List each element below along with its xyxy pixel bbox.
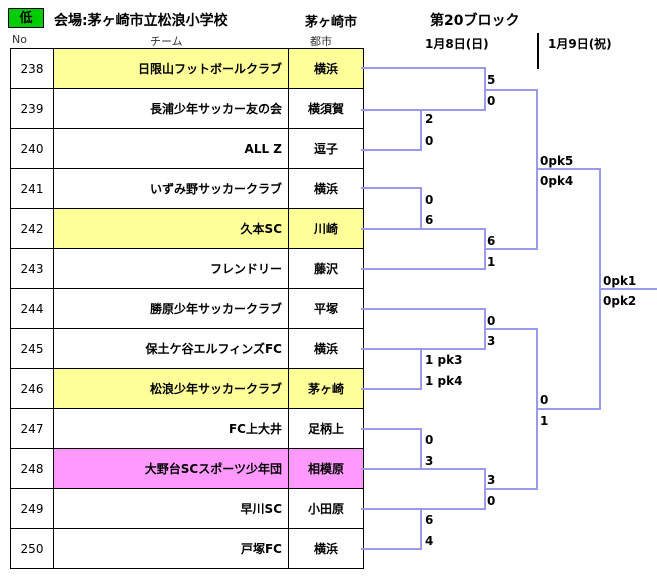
score-label: 3 bbox=[425, 454, 434, 468]
team-city: 相模原 bbox=[288, 448, 364, 489]
score-label: 0pk5 bbox=[540, 154, 574, 168]
team-city: 藤沢 bbox=[288, 248, 364, 289]
team-name: 松浪少年サッカークラブ bbox=[53, 368, 289, 409]
team-number: 250 bbox=[10, 528, 54, 569]
score-label: 2 bbox=[425, 112, 434, 126]
block-title: 第20ブロック bbox=[430, 13, 520, 29]
bracket-line bbox=[361, 228, 486, 270]
score-label: 4 bbox=[425, 534, 434, 548]
score-label: 1 pk3 bbox=[425, 353, 463, 367]
bracket-line bbox=[361, 308, 486, 350]
bracket-line bbox=[537, 168, 601, 410]
score-label: 3 bbox=[487, 334, 496, 348]
score-label: 0pk1 bbox=[603, 274, 637, 288]
team-name: 戸塚FC bbox=[53, 528, 289, 569]
team-name: ALL Z bbox=[53, 128, 289, 169]
date-day2: 1月9日(祝) bbox=[548, 37, 612, 51]
bracket-line bbox=[361, 109, 422, 151]
score-label: 1 pk4 bbox=[425, 374, 463, 388]
team-city: 横浜 bbox=[288, 168, 364, 209]
bracket-line bbox=[361, 187, 422, 230]
column-header-no: No bbox=[12, 33, 27, 46]
column-header-city: 都市 bbox=[310, 35, 332, 48]
team-city: 川崎 bbox=[288, 208, 364, 249]
team-name: 大野台SCスポーツ少年団 bbox=[53, 448, 289, 489]
bracket-line bbox=[361, 428, 422, 470]
team-city: 横浜 bbox=[288, 528, 364, 569]
team-name: フレンドリー bbox=[53, 248, 289, 289]
score-label: 6 bbox=[487, 234, 496, 248]
team-city: 横浜 bbox=[288, 48, 364, 89]
score-label: 0pk2 bbox=[603, 294, 637, 308]
score-label: 0 bbox=[487, 494, 496, 508]
team-name: 日限山フットボールクラブ bbox=[53, 48, 289, 89]
team-number: 245 bbox=[10, 328, 54, 369]
score-label: 1 bbox=[540, 414, 549, 428]
venue-city: 茅ヶ崎市 bbox=[305, 15, 358, 30]
team-name: 勝原少年サッカークラブ bbox=[53, 288, 289, 329]
column-header-team: チーム bbox=[150, 35, 183, 48]
team-city: 横須賀 bbox=[288, 88, 364, 129]
team-number: 246 bbox=[10, 368, 54, 409]
team-name: 久本SC bbox=[53, 208, 289, 249]
category-badge: 低 bbox=[8, 8, 44, 28]
score-label: 3 bbox=[487, 473, 496, 487]
score-label: 6 bbox=[425, 513, 434, 527]
team-city: 平塚 bbox=[288, 288, 364, 329]
team-city: 茅ヶ崎 bbox=[288, 368, 364, 409]
score-label: 0 bbox=[425, 134, 434, 148]
score-label: 0 bbox=[425, 193, 434, 207]
score-label: 0 bbox=[487, 94, 496, 108]
bracket-line bbox=[485, 328, 538, 490]
team-number: 241 bbox=[10, 168, 54, 209]
date-day1: 1月8日(日) bbox=[425, 37, 489, 51]
date-divider bbox=[537, 33, 539, 69]
bracket-line bbox=[361, 348, 422, 390]
team-name: 長浦少年サッカー友の会 bbox=[53, 88, 289, 129]
bracket-line bbox=[485, 89, 538, 250]
score-label: 1 bbox=[487, 255, 496, 269]
venue-label: 会場:茅ヶ崎市立松浪小学校 bbox=[54, 13, 228, 29]
score-label: 0pk4 bbox=[540, 174, 574, 188]
bracket-line bbox=[361, 508, 422, 550]
score-label: 0 bbox=[425, 433, 434, 447]
score-label: 5 bbox=[487, 73, 496, 87]
team-city: 逗子 bbox=[288, 128, 364, 169]
bracket-line bbox=[361, 67, 486, 111]
bracket-line bbox=[421, 468, 486, 510]
team-city: 足柄上 bbox=[288, 408, 364, 449]
team-number: 239 bbox=[10, 88, 54, 129]
score-label: 0 bbox=[487, 314, 496, 328]
score-label: 0 bbox=[540, 393, 549, 407]
team-name: いずみ野サッカークラブ bbox=[53, 168, 289, 209]
team-number: 242 bbox=[10, 208, 54, 249]
team-number: 238 bbox=[10, 48, 54, 89]
team-number: 244 bbox=[10, 288, 54, 329]
score-label: 6 bbox=[425, 213, 434, 227]
